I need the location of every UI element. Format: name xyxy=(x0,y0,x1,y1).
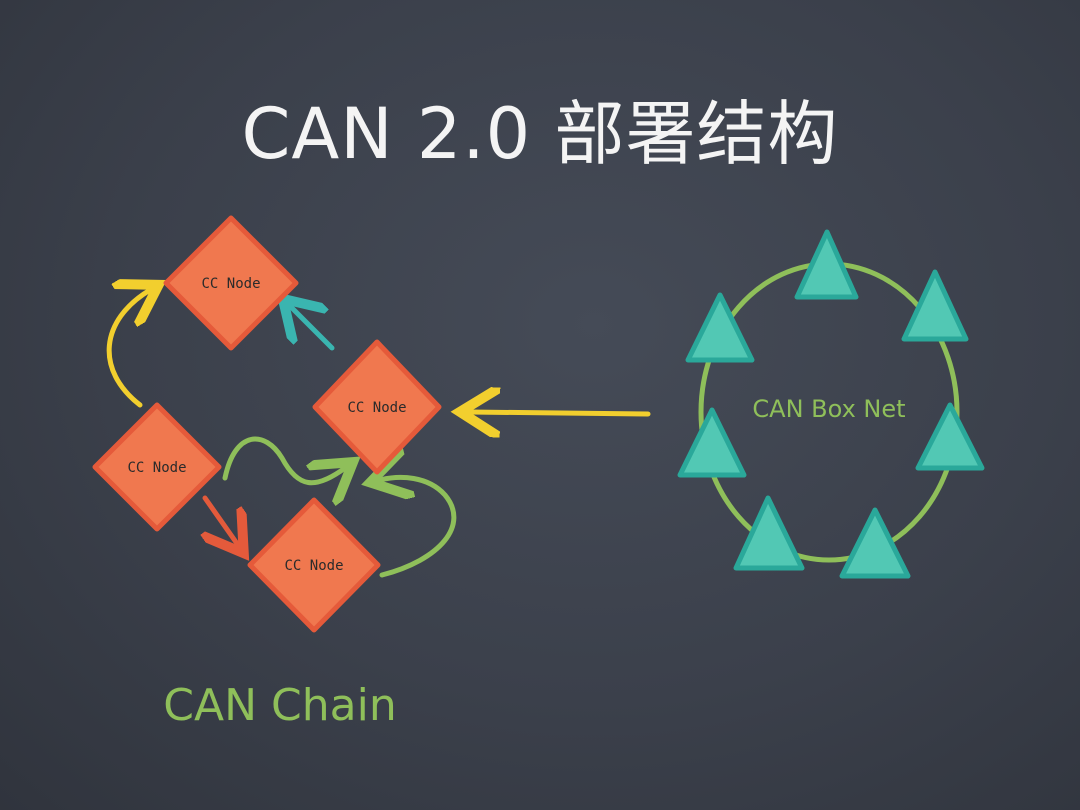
arrow-teal xyxy=(290,306,335,351)
arrow-green-wave xyxy=(222,436,345,483)
box-triangle xyxy=(901,269,969,342)
arrow-yellow-curve xyxy=(106,290,150,408)
box-triangle xyxy=(794,229,859,300)
arrow-red xyxy=(205,495,238,545)
box-triangles xyxy=(677,229,985,579)
cc-node-label: CC Node xyxy=(347,400,406,416)
box-triangle xyxy=(677,407,747,478)
cc-node-label: CC Node xyxy=(201,276,260,292)
box-triangle xyxy=(733,495,805,571)
cc-node-left: CC Node xyxy=(92,402,222,532)
slide-title: CAN 2.0 部署结构 xyxy=(241,93,839,175)
cc-node-label: CC Node xyxy=(284,558,343,574)
cc-node-right: CC Node xyxy=(312,339,442,475)
cc-node-label: CC Node xyxy=(127,460,186,476)
cc-node-top: CC Node xyxy=(163,215,299,351)
box-triangle xyxy=(685,292,755,363)
chain-label: CAN Chain xyxy=(163,680,396,731)
arrow-green-loop xyxy=(380,477,457,578)
box-triangle xyxy=(915,402,985,471)
box-triangle xyxy=(839,507,911,579)
cc-node-bottom: CC Node xyxy=(247,497,381,633)
arrow-yellow-long xyxy=(470,412,651,414)
box-net-label: CAN Box Net xyxy=(752,395,905,423)
